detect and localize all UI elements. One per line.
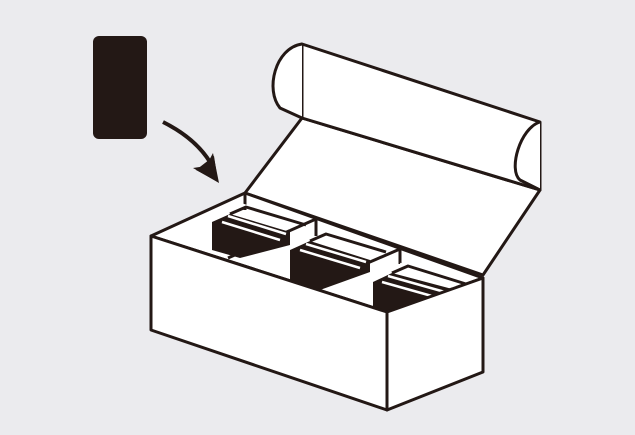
card-icon xyxy=(93,36,147,139)
box-icon xyxy=(149,42,542,412)
arrow-icon xyxy=(162,120,219,183)
